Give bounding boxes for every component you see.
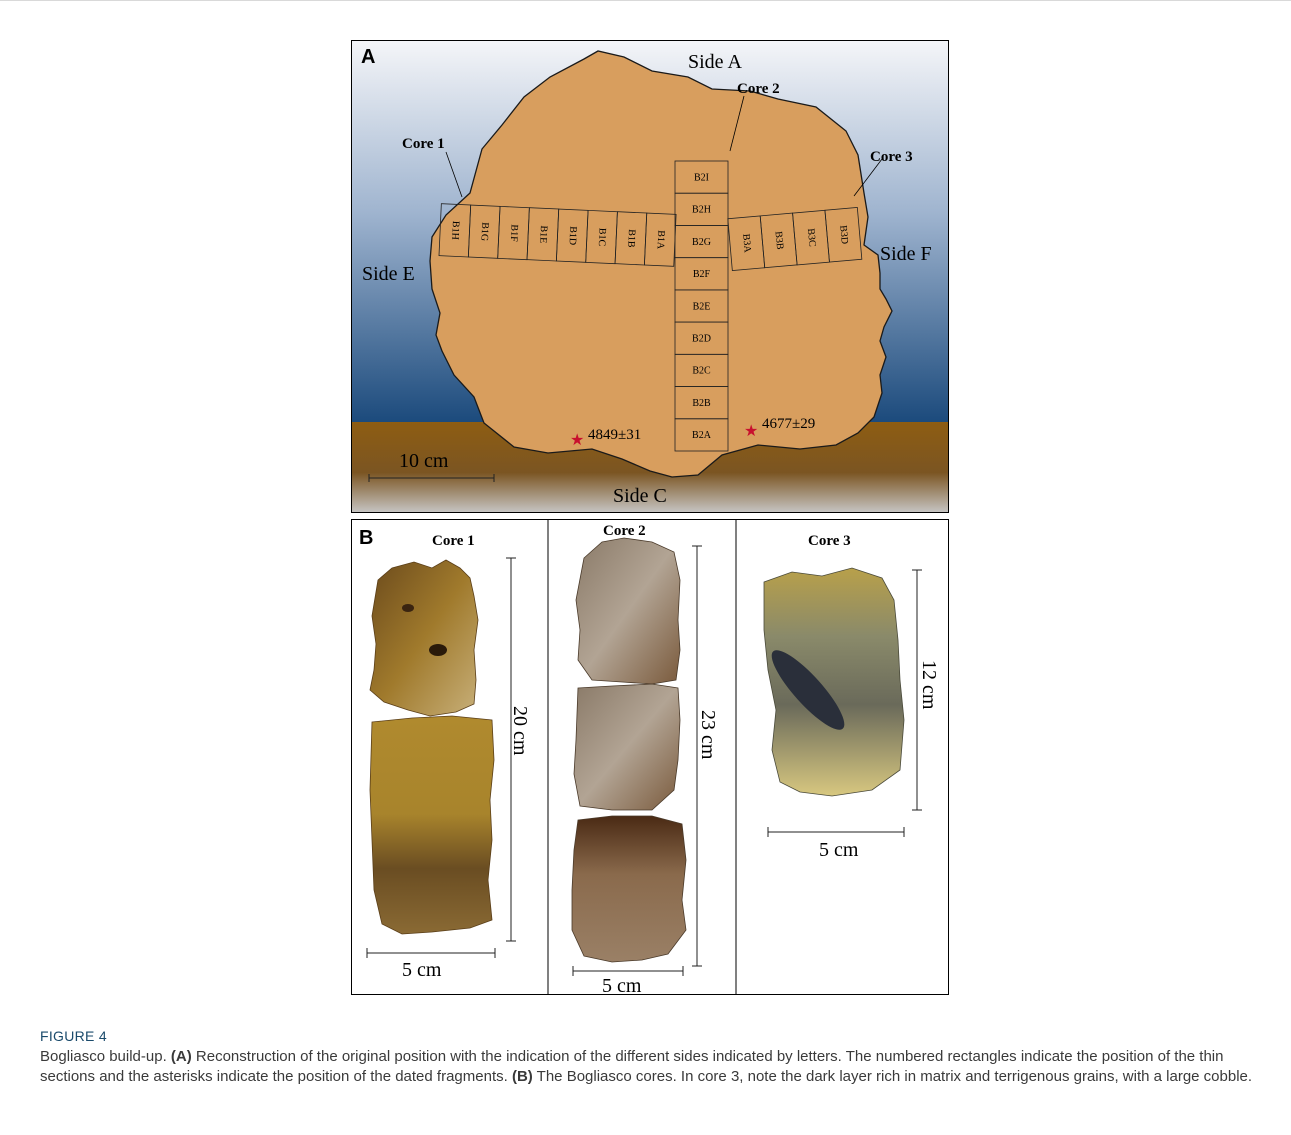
caption-b-label: (B) (512, 1068, 533, 1085)
core2-length-label: 23 cm (697, 710, 719, 760)
core3-label: Core 3 (870, 149, 913, 165)
section-label-b1g: B1G (478, 222, 490, 241)
section-label-b2f: B2F (693, 269, 711, 280)
section-label-b2g: B2G (692, 237, 711, 248)
section-label-b2h: B2H (692, 205, 711, 216)
section-label-b2b: B2B (692, 398, 711, 409)
core2-label: Core 2 (737, 81, 780, 97)
core1-label: Core 1 (402, 136, 445, 152)
section-label-b2d: B2D (692, 334, 711, 345)
section-label-b1e: B1E (537, 225, 549, 243)
section-label-b2a: B2A (692, 430, 712, 441)
section-label-b1a: B1A (654, 230, 666, 250)
figure-caption: FIGURE 4 Bogliasco build-up. (A) Reconst… (40, 1028, 1255, 1087)
section-label-b1h: B1H (449, 221, 461, 240)
top-divider (0, 0, 1291, 1)
core2-middle-fragment (574, 684, 680, 810)
figure-title: FIGURE 4 (40, 1028, 1255, 1044)
core1-width-label: 5 cm (402, 959, 442, 981)
section-label-b3d: B3D (837, 225, 850, 245)
side-c-label: Side C (613, 485, 667, 507)
section-label-b1f: B1F (508, 224, 520, 242)
core1-length-label: 20 cm (509, 706, 531, 756)
panel-label: A (361, 46, 375, 68)
date-label-left: 4849±31 (588, 427, 641, 443)
caption-intro: Bogliasco build-up. (40, 1048, 171, 1065)
core-photographs: B Core 1 20 cm 5 cm Core 2 23 cm 5 cm Co… (352, 520, 949, 995)
core3-length-label: 12 cm (918, 660, 940, 710)
core1-upper-fragment (370, 560, 478, 716)
core1-title: Core 1 (432, 533, 475, 549)
panel-label: B (359, 527, 373, 549)
side-e-label: Side E (362, 263, 415, 285)
section-label-b3c: B3C (805, 228, 818, 248)
side-a-label: Side A (688, 51, 742, 73)
core1-cavity (402, 604, 414, 612)
core2-title: Core 2 (603, 523, 646, 539)
side-f-label: Side F (880, 243, 932, 265)
panel-b-cores: B Core 1 20 cm 5 cm Core 2 23 cm 5 cm Co… (351, 519, 949, 995)
caption-a-label: (A) (171, 1048, 192, 1065)
core3-title: Core 3 (808, 533, 851, 549)
core3-width-label: 5 cm (819, 839, 859, 861)
panel-a-reconstruction: B1H B1G B1F B1E B1D B1C B1B B1A B2I B2H B2G B2F B2E… (351, 40, 949, 513)
dated-fragment-star: ★ (570, 432, 584, 449)
section-label-b1c: B1C (596, 228, 608, 247)
section-label-b1d: B1D (566, 226, 578, 245)
core1-cavity (429, 644, 447, 656)
reconstruction-drawing: B1H B1G B1F B1E B1D B1C B1B B1A B2I B2H B2G B2F B2E… (352, 41, 949, 513)
section-label-b2i: B2I (694, 172, 709, 183)
core1-lower-fragment (370, 716, 494, 934)
section-label-b2e: B2E (693, 301, 711, 312)
scale-bar-label: 10 cm (399, 450, 449, 472)
caption-b-text: The Bogliasco cores. In core 3, note the… (533, 1068, 1252, 1085)
core2-width-label: 5 cm (602, 975, 642, 995)
figure-caption-text: Bogliasco build-up. (A) Reconstruction o… (40, 1047, 1255, 1087)
section-label-b3b: B3B (773, 231, 786, 251)
dated-fragment-star: ★ (744, 423, 758, 440)
core2-upper-fragment (576, 538, 680, 684)
core2-lower-fragment (572, 816, 686, 962)
section-label-b2c: B2C (692, 366, 711, 377)
section-label-b1b: B1B (625, 229, 637, 248)
section-label-b3a: B3A (740, 233, 753, 254)
date-label-right: 4677±29 (762, 416, 815, 432)
